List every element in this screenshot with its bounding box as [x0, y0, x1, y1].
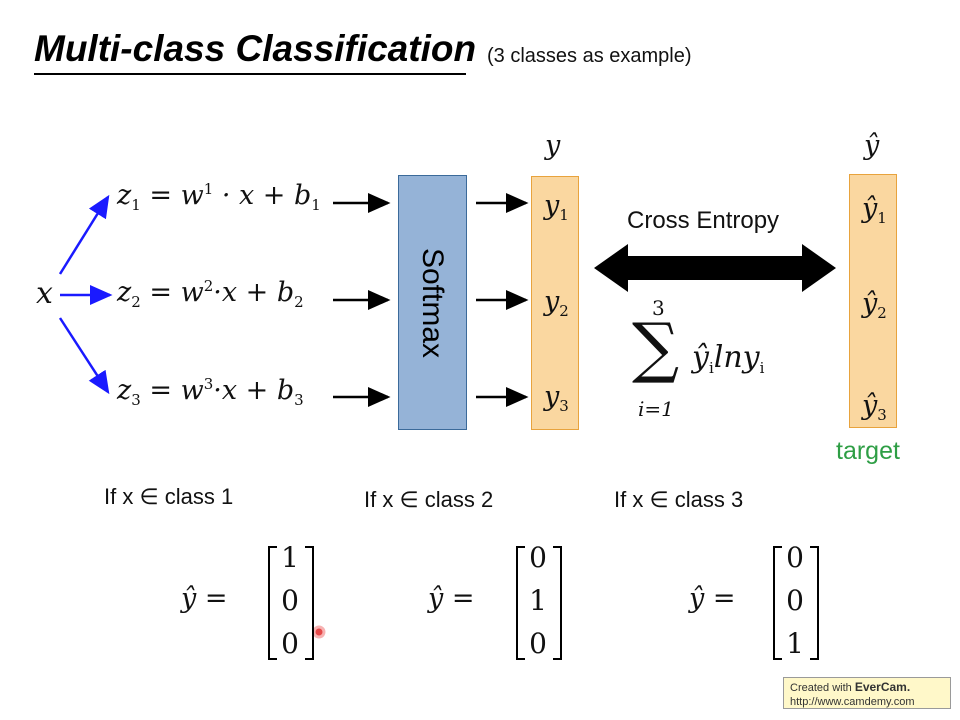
- case-2-right-bracket: [553, 546, 562, 660]
- case-1-value-3: 0: [281, 627, 299, 660]
- case-2-value-1: 0: [529, 541, 547, 574]
- case-1-value-1: 1: [281, 541, 299, 574]
- case-3-left-bracket: [773, 546, 782, 660]
- y1-label: y1: [544, 190, 569, 224]
- x-to-z1-arrow: [58, 194, 110, 275]
- case-3-value-1: 0: [786, 541, 804, 574]
- x-to-z3-arrow: [58, 317, 110, 395]
- slide-title: Multi-class Classification: [34, 28, 477, 69]
- case-2-left-bracket: [516, 546, 525, 660]
- case-2-lhs: ŷ =: [428, 583, 475, 614]
- case-1-lhs: ŷ =: [181, 583, 228, 614]
- yhat3-label: ŷ3: [862, 390, 887, 424]
- sum-term: ŷilnyi: [692, 340, 765, 377]
- y-output-bar: [531, 176, 579, 430]
- case-3-value-2: 0: [786, 584, 804, 617]
- cursor-marker: [312, 625, 326, 639]
- yhat1-label: ŷ1: [862, 193, 887, 227]
- case-1-value-2: 0: [281, 584, 299, 617]
- case-2-value-2: 1: [529, 584, 547, 617]
- yhat-target-bar: [849, 174, 897, 428]
- case-2-value-3: 0: [529, 627, 547, 660]
- equation-z1: z1 = w1 · x + b1: [117, 180, 321, 214]
- y-header: y: [545, 130, 561, 161]
- equation-z2: z2 = w2·x + b2: [117, 277, 304, 311]
- sum-upper-limit: 3: [652, 296, 665, 320]
- slide-subtitle: (3 classes as example): [487, 45, 692, 67]
- watermark-url[interactable]: http://www.camdemy.com: [790, 696, 915, 708]
- sum-symbol: ∑: [632, 309, 680, 386]
- softmax-label: Softmax: [416, 247, 449, 359]
- evercam-watermark[interactable]: Created with EverCam. http://www.camdemy…: [783, 677, 951, 709]
- y2-label: y2: [544, 286, 569, 320]
- yhat2-label: ŷ2: [862, 288, 887, 322]
- case-1-right-bracket: [305, 546, 314, 660]
- case-3-condition: If x ∈ class 3: [614, 487, 744, 512]
- input-x: x: [36, 276, 53, 311]
- case-3-value-3: 1: [786, 627, 804, 660]
- equation-z3: z3 = w3·x + b3: [117, 375, 304, 409]
- case-3-lhs: ŷ =: [689, 583, 736, 614]
- case-3-right-bracket: [810, 546, 819, 660]
- yhat-header: ŷ: [864, 130, 880, 161]
- case-2-condition: If x ∈ class 2: [364, 487, 494, 512]
- softmax-box: [398, 175, 467, 430]
- cross-entropy-label: Cross Entropy: [627, 207, 780, 234]
- sum-lower-limit: i=1: [638, 397, 674, 421]
- cross-entropy-double-arrow: [594, 244, 836, 292]
- target-label: target: [836, 437, 900, 465]
- case-1-left-bracket: [268, 546, 277, 660]
- y3-label: y3: [544, 381, 569, 415]
- title-underline: [34, 73, 466, 75]
- case-1-condition: If x ∈ class 1: [104, 484, 234, 509]
